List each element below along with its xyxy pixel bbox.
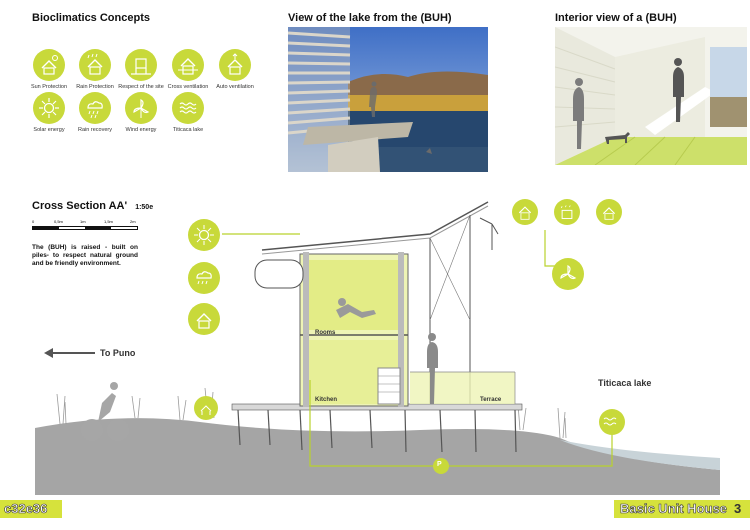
concept-label: Titicaca lake <box>172 127 204 133</box>
sun-protection-icon <box>33 49 65 81</box>
lake-view-image <box>288 27 488 172</box>
cross-ventilation-icon <box>172 49 204 81</box>
scale-tick: 1m <box>80 219 86 224</box>
section-scale: 1:50e <box>135 204 154 211</box>
concept-label: Rain recovery <box>78 127 112 133</box>
footer-title: Basic Unit House <box>620 501 728 517</box>
waves-icon <box>172 92 204 124</box>
section-title: Cross Section AA' <box>32 200 128 212</box>
section-rain-protection-icon <box>554 199 580 225</box>
concept-label: Solar energy <box>33 127 65 133</box>
interior-view-heading: Interior view of a (BUH) <box>555 12 677 24</box>
section-auto-ventilation-icon <box>596 199 622 225</box>
concept-label: Wind energy <box>125 127 157 133</box>
rain-protection-icon <box>79 49 111 81</box>
wind-turbine-icon <box>125 92 157 124</box>
scale-bar: 0 0,5m 1m 1,5m 2m <box>32 219 142 230</box>
footer-title-bar: Basic Unit House 3 <box>614 500 750 518</box>
section-sun-icon <box>188 219 220 251</box>
scale-tick: 1,5m <box>104 219 113 224</box>
page-number: 3 <box>734 501 742 516</box>
rain-cloud-icon <box>79 92 111 124</box>
site-respect-icon <box>125 49 157 81</box>
footer-code: c32e36 <box>4 501 48 517</box>
concept-label: Respect of the site <box>118 84 164 90</box>
kitchen-label: Kitchen <box>315 397 338 403</box>
rooms-label: Rooms <box>315 330 336 336</box>
auto-ventilation-icon <box>219 49 251 81</box>
concept-label: Auto ventilation <box>216 84 254 90</box>
titicaca-lake-label: Titicaca lake <box>598 378 652 388</box>
footer-code-bar: c32e36 <box>0 500 62 518</box>
section-description: The (BUH) is raised - built on piles- to… <box>32 244 138 267</box>
concept-label: Cross ventilation <box>167 84 209 90</box>
pump-label: P <box>437 461 442 468</box>
scale-tick: 0 <box>32 219 35 224</box>
concepts-heading: Bioclimatics Concepts <box>32 12 150 24</box>
section-wind-turbine-icon <box>552 258 584 290</box>
cross-section-drawing <box>35 201 720 495</box>
section-heading: Cross Section AA' 1:50e <box>32 200 153 212</box>
interior-view-image <box>555 27 747 165</box>
scale-tick: 0,5m <box>54 219 63 224</box>
sun-icon <box>33 92 65 124</box>
lake-view-heading: View of the lake from the (BUH) <box>288 12 452 24</box>
terrace-label: Terrace <box>480 397 502 403</box>
section-site-respect-icon <box>188 303 220 335</box>
section-rain-cloud-icon <box>188 262 220 294</box>
scale-tick: 2m <box>130 219 136 224</box>
concept-label: Rain Protection <box>76 84 114 90</box>
section-cross-ventilation-icon <box>512 199 538 225</box>
to-puno-label: To Puno <box>100 348 136 358</box>
concept-label: Sun Protection <box>30 84 68 90</box>
